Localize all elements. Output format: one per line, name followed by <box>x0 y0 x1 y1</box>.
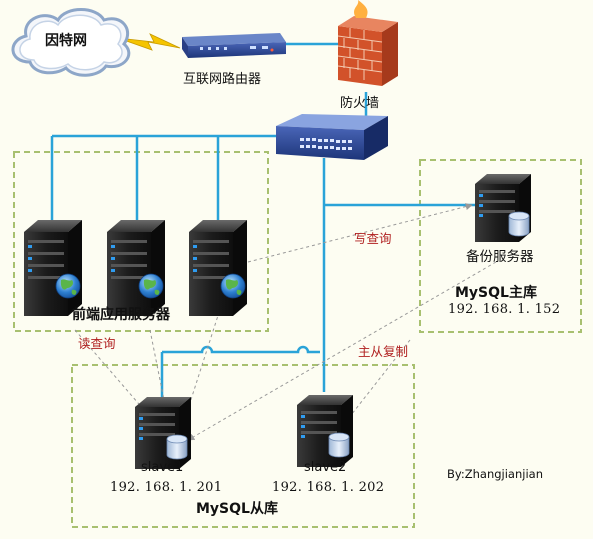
frontend-server-1-icon <box>24 220 82 316</box>
master-ip-label: 192. 168. 1. 152 <box>448 302 561 317</box>
slave2-db-server-icon <box>297 395 353 467</box>
mysql-slave-group-label: MySQL从库 <box>196 501 278 517</box>
frontend-group-border <box>13 151 269 332</box>
frontend-servers-label: 前端应用服务器 <box>72 307 170 323</box>
read-query-label: 读查询 <box>78 336 116 351</box>
firewall-label: 防火墙 <box>340 96 380 111</box>
lightning-icon <box>117 33 181 51</box>
slave2-ip-label: 192. 168. 1. 202 <box>272 480 385 495</box>
router-label: 互联网路由器 <box>183 72 262 87</box>
frontend-server-3-icon <box>189 220 247 316</box>
master-db-server-icon <box>475 174 531 242</box>
master-group-border <box>419 159 582 333</box>
write-query-label: 写查询 <box>354 231 392 246</box>
author-label: By:Zhangjianjian <box>447 467 543 481</box>
mysql-master-label: MySQL主库 <box>455 285 537 301</box>
backup-server-label: 备份服务器 <box>466 249 534 265</box>
slave2-name-label: slave2 <box>304 460 347 475</box>
slave1-ip-label: 192. 168. 1. 201 <box>110 480 223 495</box>
internet-label: 因特网 <box>45 33 87 49</box>
slave-group-border <box>71 364 415 528</box>
internet-cloud-icon <box>11 8 131 77</box>
slave1-name-label: slave1 <box>141 460 184 475</box>
switch-icon <box>276 114 388 160</box>
network-links <box>50 42 475 402</box>
replication-label: 主从复制 <box>358 344 409 359</box>
slave1-db-server-icon <box>135 397 191 469</box>
frontend-server-2-icon <box>107 220 165 316</box>
router-icon <box>182 33 286 58</box>
firewall-icon <box>337 0 398 86</box>
